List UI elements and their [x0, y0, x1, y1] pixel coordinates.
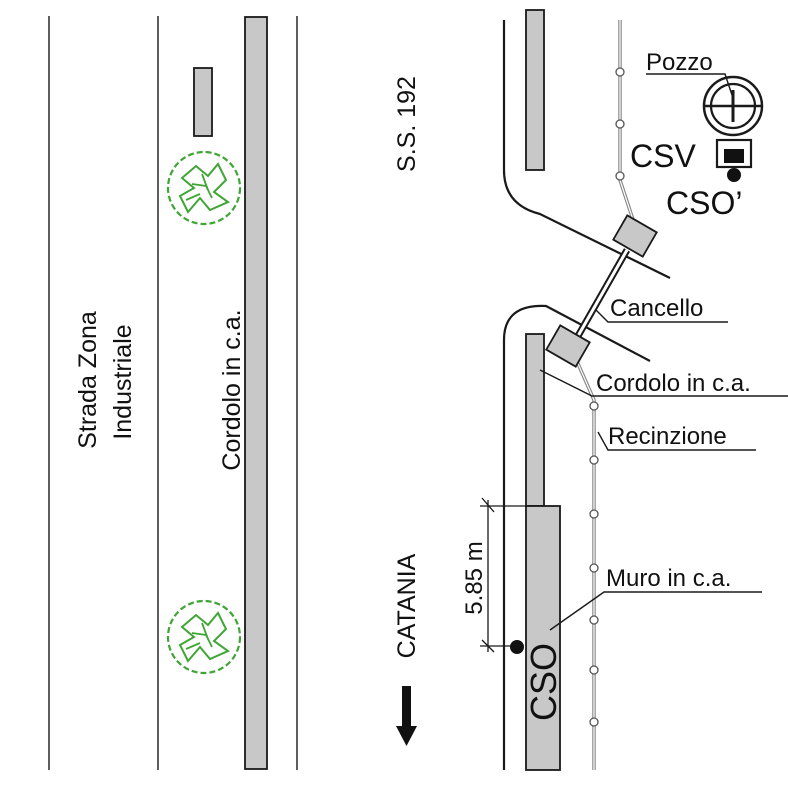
- cso-prime-point: [727, 168, 741, 182]
- fence-label: Recinzione: [608, 423, 727, 450]
- well-symbol-icon: [702, 75, 764, 137]
- cso-point: [510, 640, 524, 654]
- curb-right-bar: [525, 333, 545, 507]
- road-name-label-line2: Industriale: [109, 324, 137, 439]
- gate-leader-line: [595, 309, 728, 323]
- cso-prime-label: CSO’: [666, 185, 742, 221]
- wall-block: [525, 505, 561, 771]
- well-label: Pozzo: [646, 49, 713, 76]
- road-edge-upper: [502, 20, 671, 279]
- small-block: [193, 67, 213, 137]
- direction-label: CATANIA: [393, 553, 421, 658]
- csv-label: CSV: [630, 138, 696, 174]
- wall-leader-line: [549, 591, 762, 631]
- highway-label: S.S. 192: [393, 76, 421, 172]
- down-arrow-icon: [396, 686, 417, 746]
- dimension-label: 5.85 m: [461, 541, 488, 614]
- fence-line: [570, 349, 596, 770]
- csv-box-inner: [724, 149, 744, 163]
- tree-icon: [166, 599, 242, 675]
- fence-leader-line: [597, 431, 756, 451]
- curb-upper-bar: [525, 9, 545, 171]
- gate-label: Cancello: [610, 295, 703, 322]
- curb-left-bar: [244, 16, 268, 770]
- gate: [545, 214, 658, 368]
- well-leader-line: [646, 73, 734, 99]
- dimension-line: [480, 497, 530, 653]
- tree-icon: [166, 150, 242, 226]
- road-name-label-line1: Strada Zona: [74, 311, 102, 449]
- curb-right-label: Cordolo in c.a.: [596, 370, 751, 397]
- fence-posts: [589, 67, 625, 727]
- road-edge-lower: [502, 304, 651, 770]
- curb-left-label: Cordolo in c.a.: [218, 309, 246, 470]
- fence-line: [571, 349, 595, 770]
- cso-label: CSO: [523, 643, 564, 721]
- wall-label: Muro in c.a.: [606, 565, 731, 592]
- curb-right-leader-line: [539, 369, 788, 397]
